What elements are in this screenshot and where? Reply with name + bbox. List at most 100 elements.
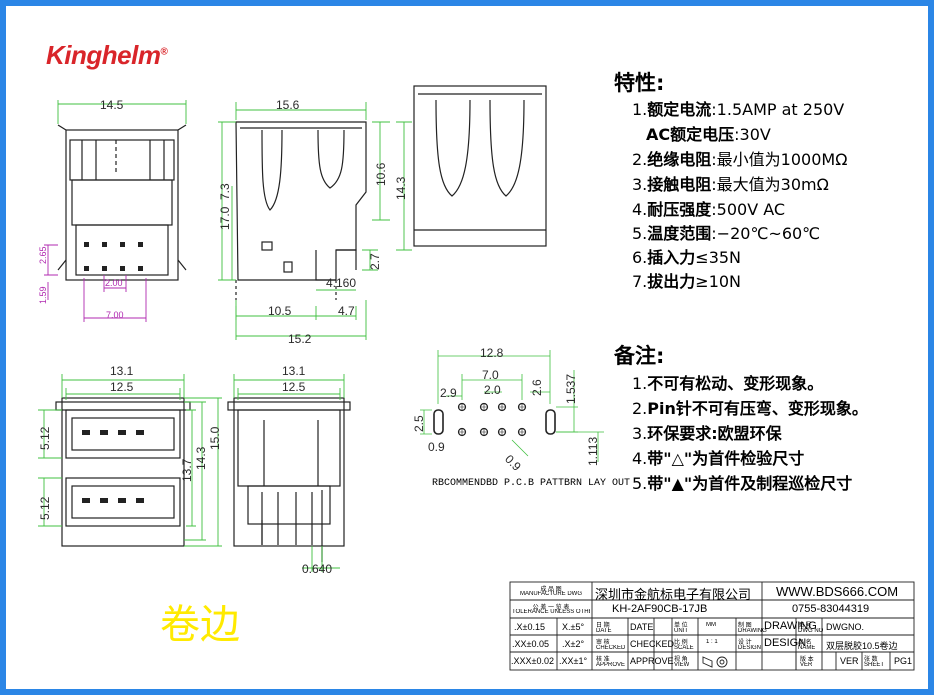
- dim-pcb-1113: 1.113: [586, 436, 600, 466]
- tb-ang2: .X±2°: [562, 639, 585, 649]
- dim-top-159: 1.59: [38, 286, 48, 304]
- dim-pcb-1537: 1.537: [564, 373, 578, 404]
- front-view-dims: [38, 374, 222, 547]
- dim-top-200: 2.00: [105, 278, 123, 288]
- tb-drawing-val: DRAWING: [764, 620, 817, 632]
- tb-date-en: DATE: [596, 628, 612, 634]
- dim-side-152: 15.2: [288, 332, 312, 346]
- spec-item: 3.接触电阻:最大值为30mΩ: [632, 175, 829, 194]
- rear-view-dims: [233, 374, 345, 572]
- tb-unit-cn: 单 位: [674, 623, 688, 629]
- tb-manufacture-cn: 成 品 图: [540, 587, 562, 593]
- dim-side-416: 4.160: [326, 276, 357, 290]
- spec-item: 2.绝缘电阻:最小值为1000MΩ: [632, 150, 848, 169]
- tb-ang3: .XX±1°: [559, 656, 588, 666]
- dim-pcb-26: 2.6: [530, 379, 544, 396]
- spec-item: 1.额定电流:1.5AMP at 250V: [632, 100, 845, 119]
- dim-pcb-25: 2.5: [412, 415, 426, 432]
- dim-front-512b: 5.12: [38, 496, 52, 520]
- tb-unit-en: UNIT: [674, 628, 688, 634]
- dim-side-170: 17.0: [218, 206, 232, 230]
- tb-scale-cn: 比 例: [674, 640, 688, 646]
- tb-ang1: X.±5°: [562, 622, 585, 632]
- tb-design-cn: 设 计: [738, 640, 752, 646]
- dim-pcb-128: 12.8: [480, 346, 504, 360]
- tb-scale-val: 1 : 1: [706, 639, 718, 645]
- tb-tol3: .XXX±0.02: [511, 656, 554, 666]
- side-view: [235, 121, 367, 300]
- dim-pcb-29: 2.9: [440, 386, 457, 400]
- dim-top-265: 2.65: [38, 246, 48, 264]
- tb-company: 深圳市金航标电子有限公司: [595, 587, 752, 602]
- dim-side-73: 7.3: [218, 183, 232, 200]
- tb-manufacture-en: MANUFACTURE DWG: [520, 591, 582, 597]
- dim-front-512a: 5.12: [38, 426, 52, 450]
- tb-ver-cn: 版 本: [800, 657, 814, 663]
- rear-view: [227, 397, 351, 562]
- note-item: 5.带"▲"为首件及制程巡检尺寸: [632, 474, 853, 493]
- tb-sheet-en: SHEET: [864, 662, 885, 668]
- tb-scale-en: SCALE: [674, 645, 694, 651]
- pcb-layout: [433, 402, 556, 437]
- tb-tol-en: TOLERANCE UNLESS OTHERWISE: [512, 609, 590, 615]
- tb-approve-val: APPROVE: [630, 656, 674, 666]
- note-item: 2.Pin针不可有压弯、变形现象。: [632, 399, 868, 418]
- tb-checked-val: CHECKED: [630, 639, 675, 649]
- tb-sheet-val: PG1: [894, 656, 913, 666]
- dim-side-106: 10.6: [374, 162, 388, 186]
- tb-dwgno-val: DWGNO.: [826, 622, 864, 632]
- note-item: 1.不可有松动、变形现象。: [632, 374, 824, 393]
- tb-unit-val: MM: [706, 622, 716, 628]
- dim-side-width: 15.6: [276, 98, 300, 112]
- tb-phone: 0755-83044319: [792, 603, 870, 615]
- tb-checked-cn: 审 核: [596, 640, 610, 646]
- dim-front-125: 12.5: [110, 380, 134, 394]
- pcb-dims: [420, 350, 604, 462]
- tb-part-no: KH-2AF90CB-17JB: [612, 603, 708, 615]
- spec-item: 4.耐压强度:500V AC: [632, 200, 786, 219]
- spec-item: 7.拔出力≥10N: [632, 272, 742, 291]
- tb-name-en: NAME: [798, 645, 816, 651]
- tb-view-en: VIEW: [674, 662, 690, 668]
- dim-front-143: 14.3: [194, 446, 208, 470]
- dim-side-105: 10.5: [268, 304, 292, 318]
- spec-item: AC额定电压:30V: [646, 125, 771, 144]
- tb-tol-cn: 公 差 一 览 表: [532, 605, 570, 611]
- tb-design-val: DESIGN: [764, 637, 807, 649]
- view-symbol: [702, 656, 728, 668]
- top-view: [57, 124, 187, 281]
- dim-side-143: 14.3: [394, 176, 408, 200]
- dim-pcb-09: 0.9: [428, 440, 445, 454]
- tb-date-cn: 日 期: [596, 623, 610, 629]
- brand-logo: Kinghelm®: [46, 40, 168, 70]
- dim-pcb-70: 7.0: [482, 368, 499, 382]
- dim-side-47: 4.7: [338, 304, 355, 318]
- tb-dwgno-cn: 图 号: [798, 623, 812, 629]
- tb-ver-en: VER: [800, 662, 813, 668]
- tb-approve-cn: 核 准: [596, 657, 610, 663]
- tb-tol2: .XX±0.05: [512, 639, 549, 649]
- dim-top-width: 14.5: [100, 98, 124, 112]
- dim-rear-131: 13.1: [282, 364, 306, 378]
- tb-checked-en: CHECKED: [596, 645, 626, 651]
- side-view-dims: [218, 102, 412, 340]
- tb-tol1: .X±0.15: [514, 622, 545, 632]
- dim-rear-125: 12.5: [282, 380, 306, 394]
- edge-roll-label: 卷边: [160, 602, 240, 648]
- tb-dwgno-en: DWG NO: [798, 628, 824, 634]
- tb-approve-en: APPROVE: [596, 662, 626, 668]
- tb-website: WWW.BDS666.COM: [776, 584, 899, 599]
- tb-name-val: 双层脱胶10.5卷边: [826, 641, 898, 651]
- top-view-dims: [44, 100, 187, 322]
- tb-design-en: DESIGN: [738, 645, 762, 651]
- tb-date-val: DATE: [630, 622, 654, 632]
- dim-pcb-20: 2.0: [484, 383, 501, 397]
- dim-front-137: 13.7: [180, 458, 194, 482]
- notes-heading: 备注:: [614, 344, 665, 368]
- tb-sheet-cn: 张 数: [864, 657, 878, 663]
- tb-ver-val: VER: [840, 656, 859, 666]
- pcb-layout-title: RBCOMMENDBD P.C.B PATTBRN LAY OUT: [432, 478, 631, 489]
- dim-top-700: 7.00: [106, 310, 124, 320]
